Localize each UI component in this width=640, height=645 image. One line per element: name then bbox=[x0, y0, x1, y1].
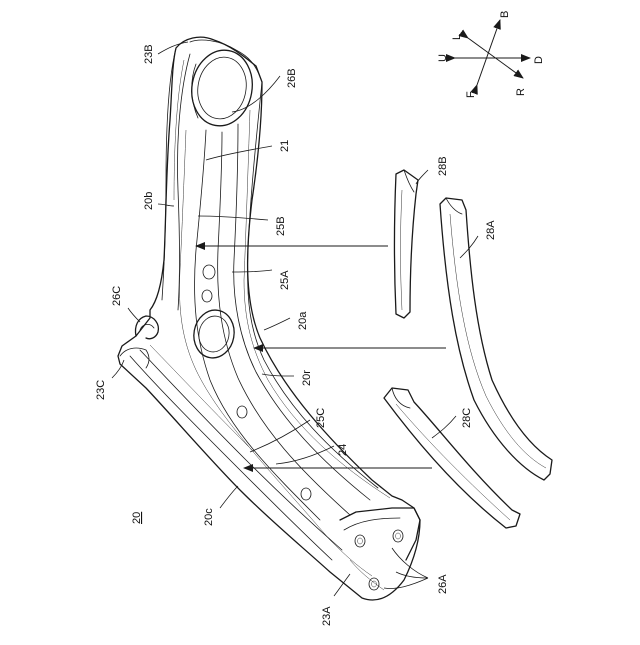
bottom-end-flange bbox=[340, 508, 420, 560]
leader-26c bbox=[128, 308, 140, 322]
bottom-hole-2-center bbox=[396, 533, 401, 539]
part-28b-face bbox=[401, 190, 403, 310]
compass-label-b: B bbox=[499, 11, 511, 18]
label-20r: 20r bbox=[301, 370, 313, 386]
label-28c: 28C bbox=[461, 408, 473, 428]
lower-flange-edge-3 bbox=[150, 345, 254, 452]
tab-26c bbox=[135, 316, 158, 339]
leader-26b bbox=[232, 76, 280, 112]
leader-25a bbox=[232, 270, 272, 272]
label-28a: 28A bbox=[485, 220, 497, 240]
leader-26a bbox=[384, 548, 428, 589]
upper-flange-hatch bbox=[174, 60, 184, 200]
compass-label-d: D bbox=[533, 56, 545, 64]
leader-23c bbox=[112, 360, 124, 378]
label-23c: 23C bbox=[95, 380, 107, 400]
label-26c: 26C bbox=[111, 286, 123, 306]
body-ridge-2 bbox=[218, 132, 350, 515]
figure-ref-20: 20 bbox=[131, 512, 143, 524]
part-28a-face bbox=[450, 214, 546, 468]
label-23a: 23A bbox=[321, 606, 333, 626]
small-hole-2 bbox=[202, 290, 212, 302]
body-ridge-5 bbox=[244, 110, 390, 498]
compass-label-l: L bbox=[451, 34, 463, 40]
frame-outer-outline bbox=[118, 37, 420, 600]
label-24: 24 bbox=[337, 444, 349, 456]
bottom-end-texture bbox=[330, 540, 384, 590]
label-20a: 20a bbox=[297, 311, 309, 330]
hole-26b-collar bbox=[192, 64, 198, 118]
label-26b: 26B bbox=[286, 68, 298, 88]
part-28b-outline bbox=[395, 170, 419, 318]
label-23b: 23B bbox=[143, 44, 155, 64]
leader-25b bbox=[198, 216, 268, 220]
leader-20a bbox=[264, 318, 290, 330]
bottom-hole-1-center bbox=[358, 538, 363, 544]
label-28b: 28B bbox=[437, 156, 449, 176]
leader-20c bbox=[220, 486, 238, 508]
part-28c-edge bbox=[392, 388, 410, 408]
label-25c: 25C bbox=[315, 408, 327, 428]
compass-label-u: U bbox=[437, 54, 449, 62]
reinforcement-28c bbox=[384, 388, 520, 528]
compass-label-r: R bbox=[515, 88, 527, 96]
bottom-hole-2 bbox=[393, 530, 403, 542]
compass-axis-fb bbox=[477, 20, 500, 85]
corner-23c-detail bbox=[120, 348, 149, 368]
part-28c-outline bbox=[384, 388, 520, 528]
leader-23b bbox=[158, 42, 188, 54]
leader-21 bbox=[206, 146, 272, 160]
part-28c-face bbox=[396, 404, 510, 520]
hole-mid-inner bbox=[196, 314, 232, 355]
reference-labels: 23B 26B 21 28B 28A 20b 25B 25A 26C 20a 2… bbox=[95, 44, 497, 626]
bottom-hole-1 bbox=[355, 535, 365, 547]
label-26a: 26A bbox=[437, 574, 449, 594]
small-hole-1 bbox=[203, 265, 215, 279]
label-21: 21 bbox=[279, 140, 291, 152]
hole-26b-inner bbox=[193, 53, 251, 122]
direction-compass: U L B D F R bbox=[437, 11, 545, 98]
label-25b: 25B bbox=[275, 216, 287, 236]
reinforcement-28b bbox=[395, 170, 419, 318]
label-20b: 20b bbox=[143, 192, 155, 210]
frame-member-20 bbox=[118, 37, 420, 600]
label-20c: 20c bbox=[203, 508, 215, 526]
hole-mid-outer bbox=[190, 307, 238, 361]
hole-26b-outer bbox=[186, 45, 258, 130]
label-25a: 25A bbox=[279, 270, 291, 290]
compass-label-f: F bbox=[465, 91, 477, 98]
leader-20r bbox=[262, 374, 294, 376]
small-hole-3 bbox=[237, 406, 247, 418]
small-hole-4 bbox=[301, 488, 311, 500]
bottom-end-inner bbox=[344, 518, 400, 530]
part-28a-edge bbox=[446, 198, 462, 214]
upper-flange-edge bbox=[162, 48, 176, 300]
